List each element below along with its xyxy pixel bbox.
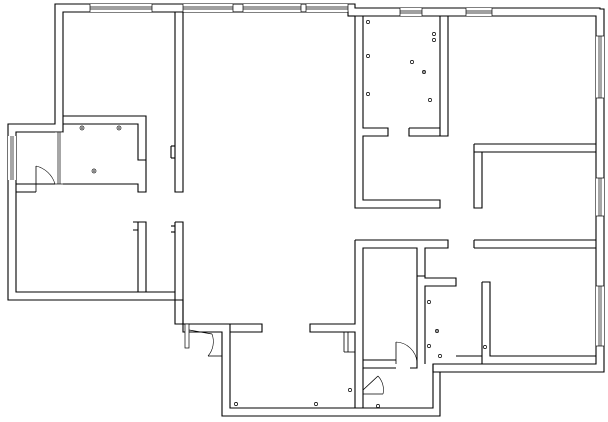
door-lower-bathroom [395,341,418,364]
windows [8,4,604,347]
fixture-lower-bath-4 [438,354,442,358]
wall-lower-right-room [456,281,596,364]
fixture-lower-right-1 [483,345,487,349]
window-top-5 [400,8,422,16]
fixture-upper-bath-4 [410,60,414,64]
window-top-1 [90,4,152,12]
exterior-wall-outer [7,3,605,417]
window-right-1 [596,36,604,98]
fixture-balcony-4 [348,388,352,392]
fixture-lower-bath-2 [435,329,439,333]
fixture-upper-bath-6 [366,92,370,96]
fixture-closet-3 [91,168,97,174]
fixture-upper-bath-7 [428,98,432,102]
window-left-1 [8,136,16,180]
fixture-balcony-2 [376,404,380,408]
fixture-upper-bath-3 [366,54,370,58]
doors [35,165,418,395]
exterior-walls [7,3,605,417]
window-top-4 [306,4,348,12]
wall-closet [63,115,147,193]
wall-lower-bathroom [309,239,457,370]
door-entry-bottom [184,323,222,357]
fixture-closet-2 [116,125,122,131]
fixture-balcony-1 [314,402,318,406]
wall-lower-left-east [133,221,147,292]
fixture-closet-1 [79,125,85,131]
window-left-2 [55,132,63,184]
wall-right-divider [473,239,596,249]
door-bottom-balcony-small [362,375,384,395]
fixture-upper-bath-1 [366,20,370,24]
wall-middle-right-room [473,143,596,209]
fixture-lower-bath-3 [427,344,431,348]
exterior-wall-inner [15,11,597,409]
fixture-lower-bath-1 [427,300,431,304]
fixture-upper-bath-5 [422,70,426,74]
wall-left-balcony [16,183,55,193]
door-left-balcony [35,165,56,192]
wall-living-stub [174,221,184,324]
fixture-balcony-3 [234,402,238,406]
wall-bottom-balcony [230,323,440,408]
fixture-upper-bath-2 [432,32,436,42]
window-top-3 [243,4,301,12]
wall-upper-bathroom [354,16,449,209]
fixtures [79,20,487,408]
interior-walls [16,12,596,408]
window-top-2 [183,4,233,12]
window-right-2 [596,178,604,216]
window-top-6 [466,8,492,16]
window-right-3 [596,286,604,346]
door-bathroom-swing [343,332,355,353]
wall-upper-left-east [174,12,184,193]
